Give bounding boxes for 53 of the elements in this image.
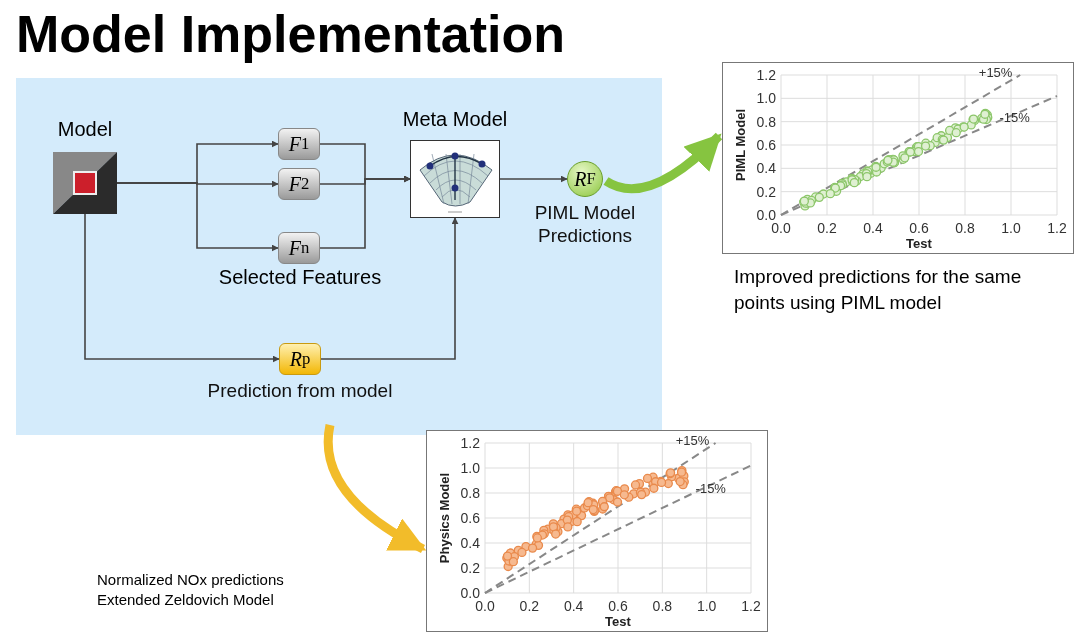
arrow [320,217,459,360]
tick-label: 0.6 [460,510,480,526]
tick-label: 0.0 [460,585,480,601]
note-text: Normalized NOx predictions [97,571,284,588]
chart-caption: Improved predictions for the same points using PIML model [734,265,1023,315]
tick-label: 0.6 [909,220,929,236]
note-text: Extended Zeldovich Model [97,591,274,608]
node-caption: PIML Model Predictions [533,201,637,247]
node-heading: Model [56,118,114,141]
guide-label: +15% [675,432,710,448]
tick-label: 0.0 [756,207,776,223]
tick-label: 0.8 [756,113,776,130]
guide-label: +15% [978,64,1013,80]
slide-title: Model Implementation [16,4,565,65]
tick-label: 0.0 [771,220,791,236]
tick-label: 0.2 [519,598,540,614]
tick-label: 0.4 [756,160,776,177]
tick-label: 1.2 [1047,220,1067,236]
scatter-chart [722,62,1074,254]
tick-label: 0.8 [460,485,480,501]
axis-title: Test [605,614,631,629]
arrow [319,175,411,249]
tick-label: 0.2 [756,183,776,200]
tick-label: 1.0 [756,90,776,107]
node-caption: Prediction from model [206,379,394,402]
tick-label: 1.2 [460,435,480,451]
group-caption: Selected Features [217,266,383,289]
tick-label: 0.8 [652,598,673,614]
tick-label: 0.6 [608,598,628,614]
axis-title: Physics Model [437,472,452,564]
arrow [499,175,568,183]
tick-label: 0.4 [863,220,883,236]
node-heading: Meta Model [401,108,509,131]
tick-label: 0.8 [955,220,975,236]
axis-title: PIML Model [733,109,748,181]
tick-label: 1.2 [756,67,776,83]
tick-label: 0.2 [817,220,837,236]
tick-label: 1.0 [460,460,480,476]
tick-label: 1.2 [741,598,761,614]
scatter-chart [426,430,768,632]
axis-title: Test [906,236,932,251]
guide-label: -15% [695,481,726,496]
curved-arrow [323,424,427,553]
tick-label: 0.2 [460,560,480,576]
tick-label: 0.4 [563,598,584,614]
tick-label: 1.0 [1001,220,1021,236]
guide-label: -15% [999,109,1030,125]
arrow [116,182,279,252]
tick-label: 0.0 [475,598,495,614]
arrow [84,213,280,363]
tick-label: 0.6 [756,137,776,153]
tick-label: 0.4 [460,535,480,551]
tick-label: 1.0 [696,598,717,614]
